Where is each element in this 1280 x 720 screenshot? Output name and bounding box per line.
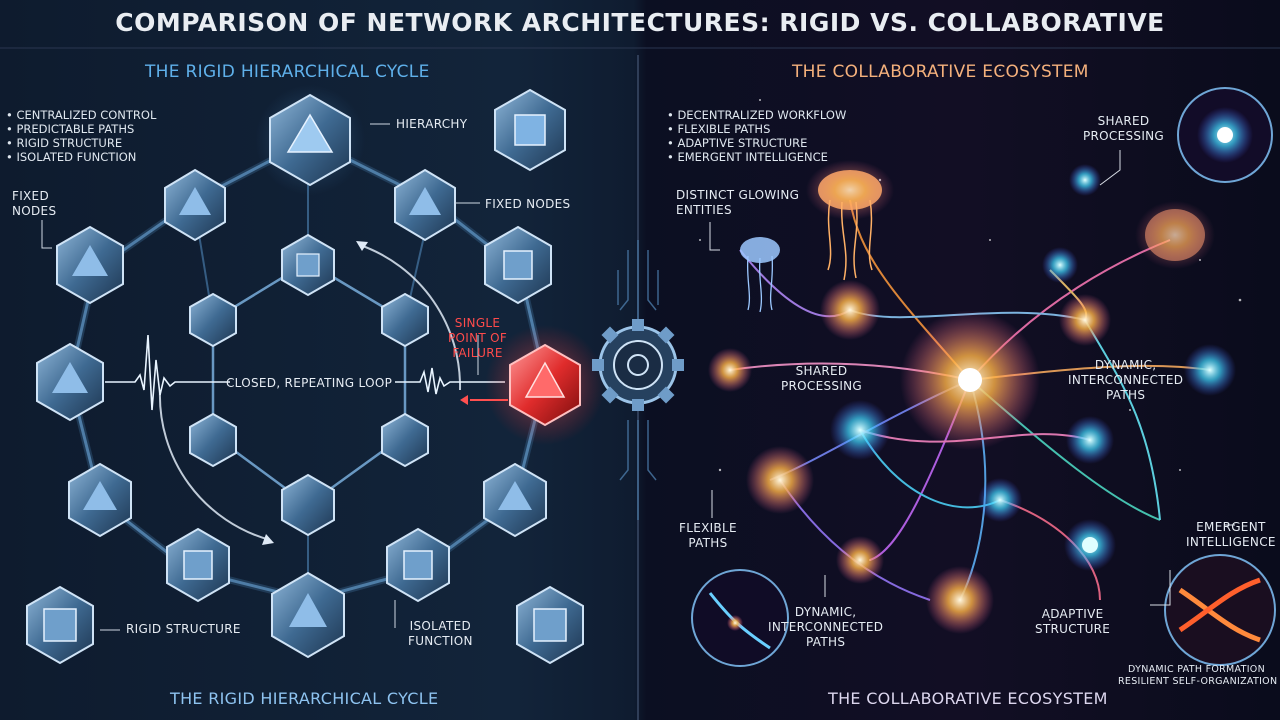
bullet-item: CENTRALIZED CONTROL <box>6 108 156 122</box>
cube-node-icon <box>386 527 450 603</box>
label-dynamic-paths-bottom: DYNAMIC, INTERCONNECTED PATHS <box>768 605 884 649</box>
bullet-item: RIGID STRUCTURE <box>6 136 156 150</box>
bullet-item: FLEXIBLE PATHS <box>667 122 846 136</box>
bullet-item: DECENTRALIZED WORKFLOW <box>667 108 846 122</box>
left-footer: THE RIGID HIERARCHICAL CYCLE <box>170 689 439 708</box>
cube-node-icon <box>381 292 429 348</box>
icosahedron-node-icon <box>164 168 226 242</box>
cube-node-icon <box>26 585 94 665</box>
label-resilient-self-org: RESILIENT SELF-ORGANIZATION <box>1118 676 1278 687</box>
inset-flexible-paths <box>691 569 789 667</box>
bullet-item: EMERGENT INTELLIGENCE <box>667 150 846 164</box>
label-dynamic-paths-right: DYNAMIC, INTERCONNECTED PATHS <box>1068 358 1184 402</box>
gear-icon <box>592 319 684 411</box>
left-bullets: CENTRALIZED CONTROL PREDICTABLE PATHS RI… <box>6 108 156 164</box>
emergent-node <box>1064 519 1116 571</box>
icosahedron-node-icon <box>281 473 335 537</box>
cube-node-icon <box>281 233 335 297</box>
inset-dynamic-path <box>1164 554 1276 666</box>
page-title: COMPARISON OF NETWORK ARCHITECTURES: RIG… <box>115 8 1165 37</box>
inset-shared-processing <box>1177 87 1273 183</box>
galaxy-icon <box>746 446 814 514</box>
jellyfish-icon <box>1135 201 1215 269</box>
label-isolated-function: ISOLATED FUNCTION <box>408 619 473 648</box>
label-hierarchy: HIERARCHY <box>396 117 468 131</box>
icosahedron-node-icon <box>68 462 132 538</box>
bullet-item: ISOLATED FUNCTION <box>6 150 156 164</box>
cube-node-icon <box>189 292 237 348</box>
jellyfish-icon <box>740 237 780 313</box>
icosahedron-node-icon <box>483 462 547 538</box>
circuit-lines <box>617 240 659 520</box>
icosahedron-node-icon <box>36 342 104 422</box>
glow-orbs <box>708 164 1236 634</box>
hex-nodes <box>26 85 605 665</box>
label-dynamic-path-formation: DYNAMIC PATH FORMATION <box>1128 664 1265 675</box>
label-adaptive-structure: ADAPTIVE STRUCTURE <box>1035 607 1111 636</box>
galaxy-icon <box>926 566 994 634</box>
bullet-item: PREDICTABLE PATHS <box>6 122 156 136</box>
cube-node-icon <box>189 412 237 468</box>
right-bullets: DECENTRALIZED WORKFLOW FLEXIBLE PATHS AD… <box>667 108 846 164</box>
loop-arrow-top <box>359 244 462 391</box>
bullet-item: ADAPTIVE STRUCTURE <box>667 136 846 150</box>
label-closed-loop: CLOSED, REPEATING LOOP <box>226 376 393 390</box>
label-fixed-nodes-right: FIXED NODES <box>485 197 571 211</box>
icosahedron-node-icon <box>56 225 124 305</box>
heartbeat-wave-icon <box>105 334 505 411</box>
cube-node-icon <box>381 412 429 468</box>
cube-node-icon <box>166 527 230 603</box>
label-emergent-intelligence: EMERGENT INTELLIGENCE <box>1186 520 1276 549</box>
loop-arrow-bottom <box>158 389 271 541</box>
cube-node-icon <box>484 225 552 305</box>
jellyfish-icon <box>806 160 894 281</box>
icosahedron-node-icon <box>394 168 456 242</box>
label-flexible-paths: FLEXIBLE PATHS <box>679 521 737 550</box>
icosahedron-node-icon <box>271 571 345 659</box>
left-heading: THE RIGID HIERARCHICAL CYCLE <box>145 62 430 82</box>
cube-node-icon <box>516 585 584 665</box>
label-fixed-nodes-left: FIXED NODES <box>12 189 57 218</box>
right-footer: THE COLLABORATIVE ECOSYSTEM <box>828 689 1108 708</box>
label-shared-processing-mid: SHARED PROCESSING <box>781 364 863 393</box>
icosahedron-node-icon <box>255 85 365 195</box>
label-rigid-structure: RIGID STRUCTURE <box>126 622 241 636</box>
label-distinct-entities: DISTINCT GLOWING ENTITIES <box>676 188 800 217</box>
starfield <box>699 69 1242 621</box>
failure-node-icon <box>485 325 605 445</box>
label-shared-processing-top: SHARED PROCESSING <box>1083 114 1165 143</box>
right-heading: THE COLLABORATIVE ECOSYSTEM <box>792 62 1089 82</box>
label-single-point-of-failure: SINGLE POINT OF FAILURE <box>448 316 508 360</box>
cube-node-icon <box>494 88 566 172</box>
